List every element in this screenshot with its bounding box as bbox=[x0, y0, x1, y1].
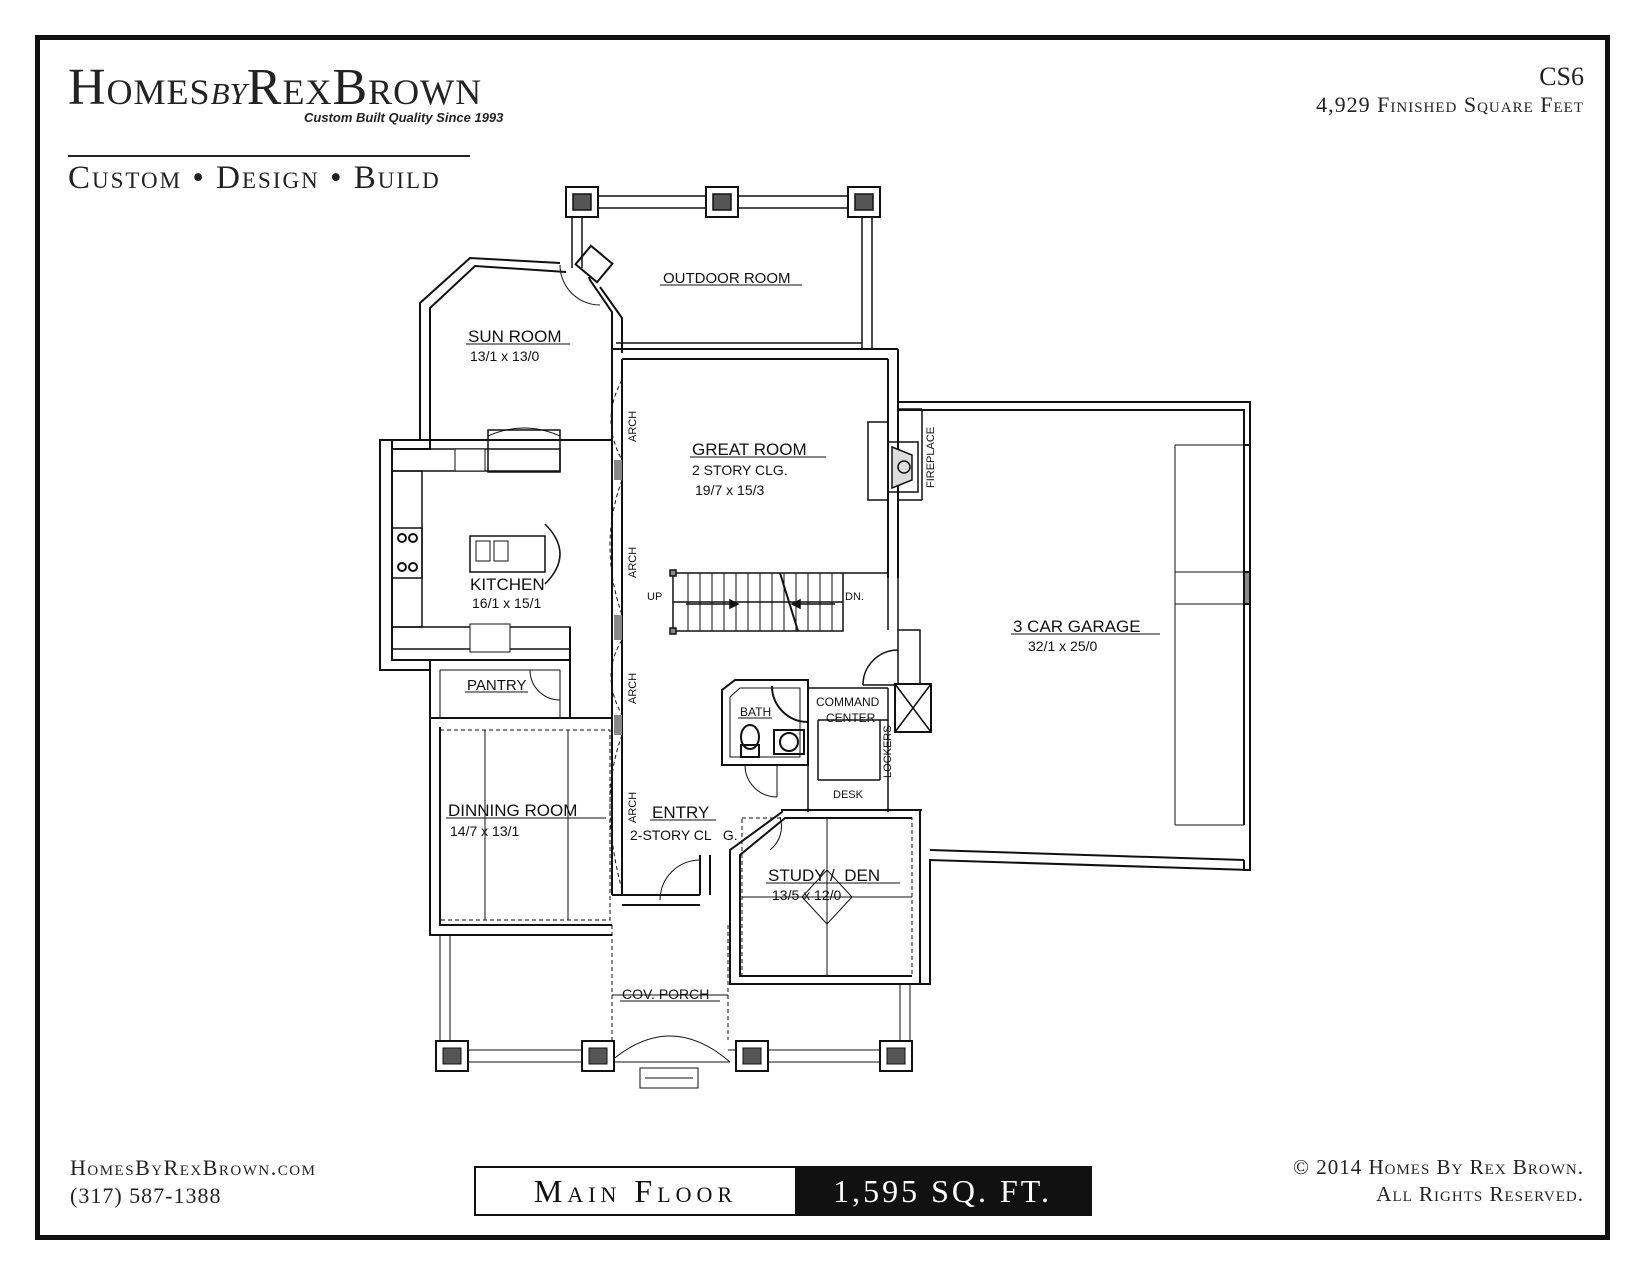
dining-room bbox=[429, 717, 612, 936]
label-lockers: LOCKERS bbox=[882, 725, 894, 778]
label-entry-note: 2-STORY CL G. bbox=[630, 827, 738, 843]
outdoor-room-structure bbox=[565, 186, 881, 348]
label-arch-4: ARCH bbox=[627, 792, 639, 823]
logo-homes: Homes bbox=[68, 59, 211, 116]
label-dining-dim: 14/7 x 13/1 bbox=[450, 823, 519, 839]
label-great-room: GREAT ROOM bbox=[692, 440, 807, 459]
label-sun-room: SUN ROOM bbox=[468, 327, 562, 346]
logo-tagline: Custom Built Quality Since 1993 bbox=[304, 110, 504, 125]
company-logo: HomesbyRexBrown Custom Built Quality Sin… bbox=[68, 59, 503, 126]
label-arch-1: ARCH bbox=[627, 411, 639, 442]
website-link[interactable]: HomesByRexBrown.com bbox=[70, 1155, 317, 1180]
label-entry: ENTRY bbox=[652, 803, 709, 822]
floor-title-box: Main Floor 1,595 SQ. FT. bbox=[474, 1166, 1092, 1216]
services-tagline: Custom • Design • Build bbox=[68, 160, 441, 196]
label-fireplace: FIREPLACE bbox=[925, 427, 937, 488]
label-great-room-note: 2 STORY CLG. bbox=[692, 462, 788, 478]
label-bath: BATH bbox=[740, 705, 771, 719]
phone-number: (317) 587-1388 bbox=[70, 1183, 222, 1208]
label-command: COMMAND bbox=[816, 695, 880, 709]
label-kitchen-dim: 16/1 x 15/1 bbox=[472, 595, 541, 611]
label-garage: 3 CAR GARAGE bbox=[1013, 617, 1141, 636]
floor-square-feet: 1,595 SQ. FT. bbox=[795, 1168, 1090, 1214]
label-outdoor-room: OUTDOOR ROOM bbox=[663, 270, 791, 287]
logo-by: by bbox=[210, 65, 247, 114]
bath bbox=[721, 679, 809, 798]
logo-rexbrown: RexBrown bbox=[246, 59, 483, 116]
label-study-dim: 13/5 x 12/0 bbox=[772, 887, 841, 903]
entry bbox=[612, 855, 711, 906]
label-kitchen: KITCHEN bbox=[470, 575, 545, 594]
copyright-notice: © 2014 Homes By Rex Brown. bbox=[1293, 1155, 1584, 1179]
rights-reserved: All Rights Reserved. bbox=[1376, 1182, 1584, 1206]
label-stairs-down: DN. bbox=[845, 591, 864, 603]
fireplace bbox=[867, 408, 923, 501]
label-sun-room-dim: 13/1 x 13/0 bbox=[470, 348, 539, 364]
finished-square-feet: 4,929 Finished Square Feet bbox=[1316, 92, 1584, 117]
label-arch-3: ARCH bbox=[627, 673, 639, 704]
label-pantry: PANTRY bbox=[467, 677, 526, 694]
label-porch: COV. PORCH bbox=[622, 986, 709, 1002]
label-great-room-dim: 19/7 x 15/3 bbox=[695, 482, 764, 498]
floor-name: Main Floor bbox=[533, 1172, 738, 1209]
label-stairs-up: UP bbox=[647, 591, 662, 603]
label-dining-room: DINNING ROOM bbox=[448, 801, 577, 820]
logo-divider bbox=[68, 155, 470, 157]
kitchen bbox=[379, 427, 612, 671]
garage-walls bbox=[898, 401, 1251, 985]
covered-porch bbox=[435, 925, 913, 1089]
page-frame bbox=[35, 35, 1610, 1240]
label-arch-2: ARCH bbox=[627, 547, 639, 578]
label-study: STUDY / DEN bbox=[768, 866, 880, 885]
label-garage-dim: 32/1 x 25/0 bbox=[1028, 638, 1097, 654]
label-center: CENTER bbox=[826, 711, 876, 725]
staircase bbox=[669, 569, 888, 635]
study-walls bbox=[729, 809, 922, 985]
label-desk: DESK bbox=[833, 789, 864, 801]
plan-code: CS6 bbox=[1539, 62, 1584, 91]
